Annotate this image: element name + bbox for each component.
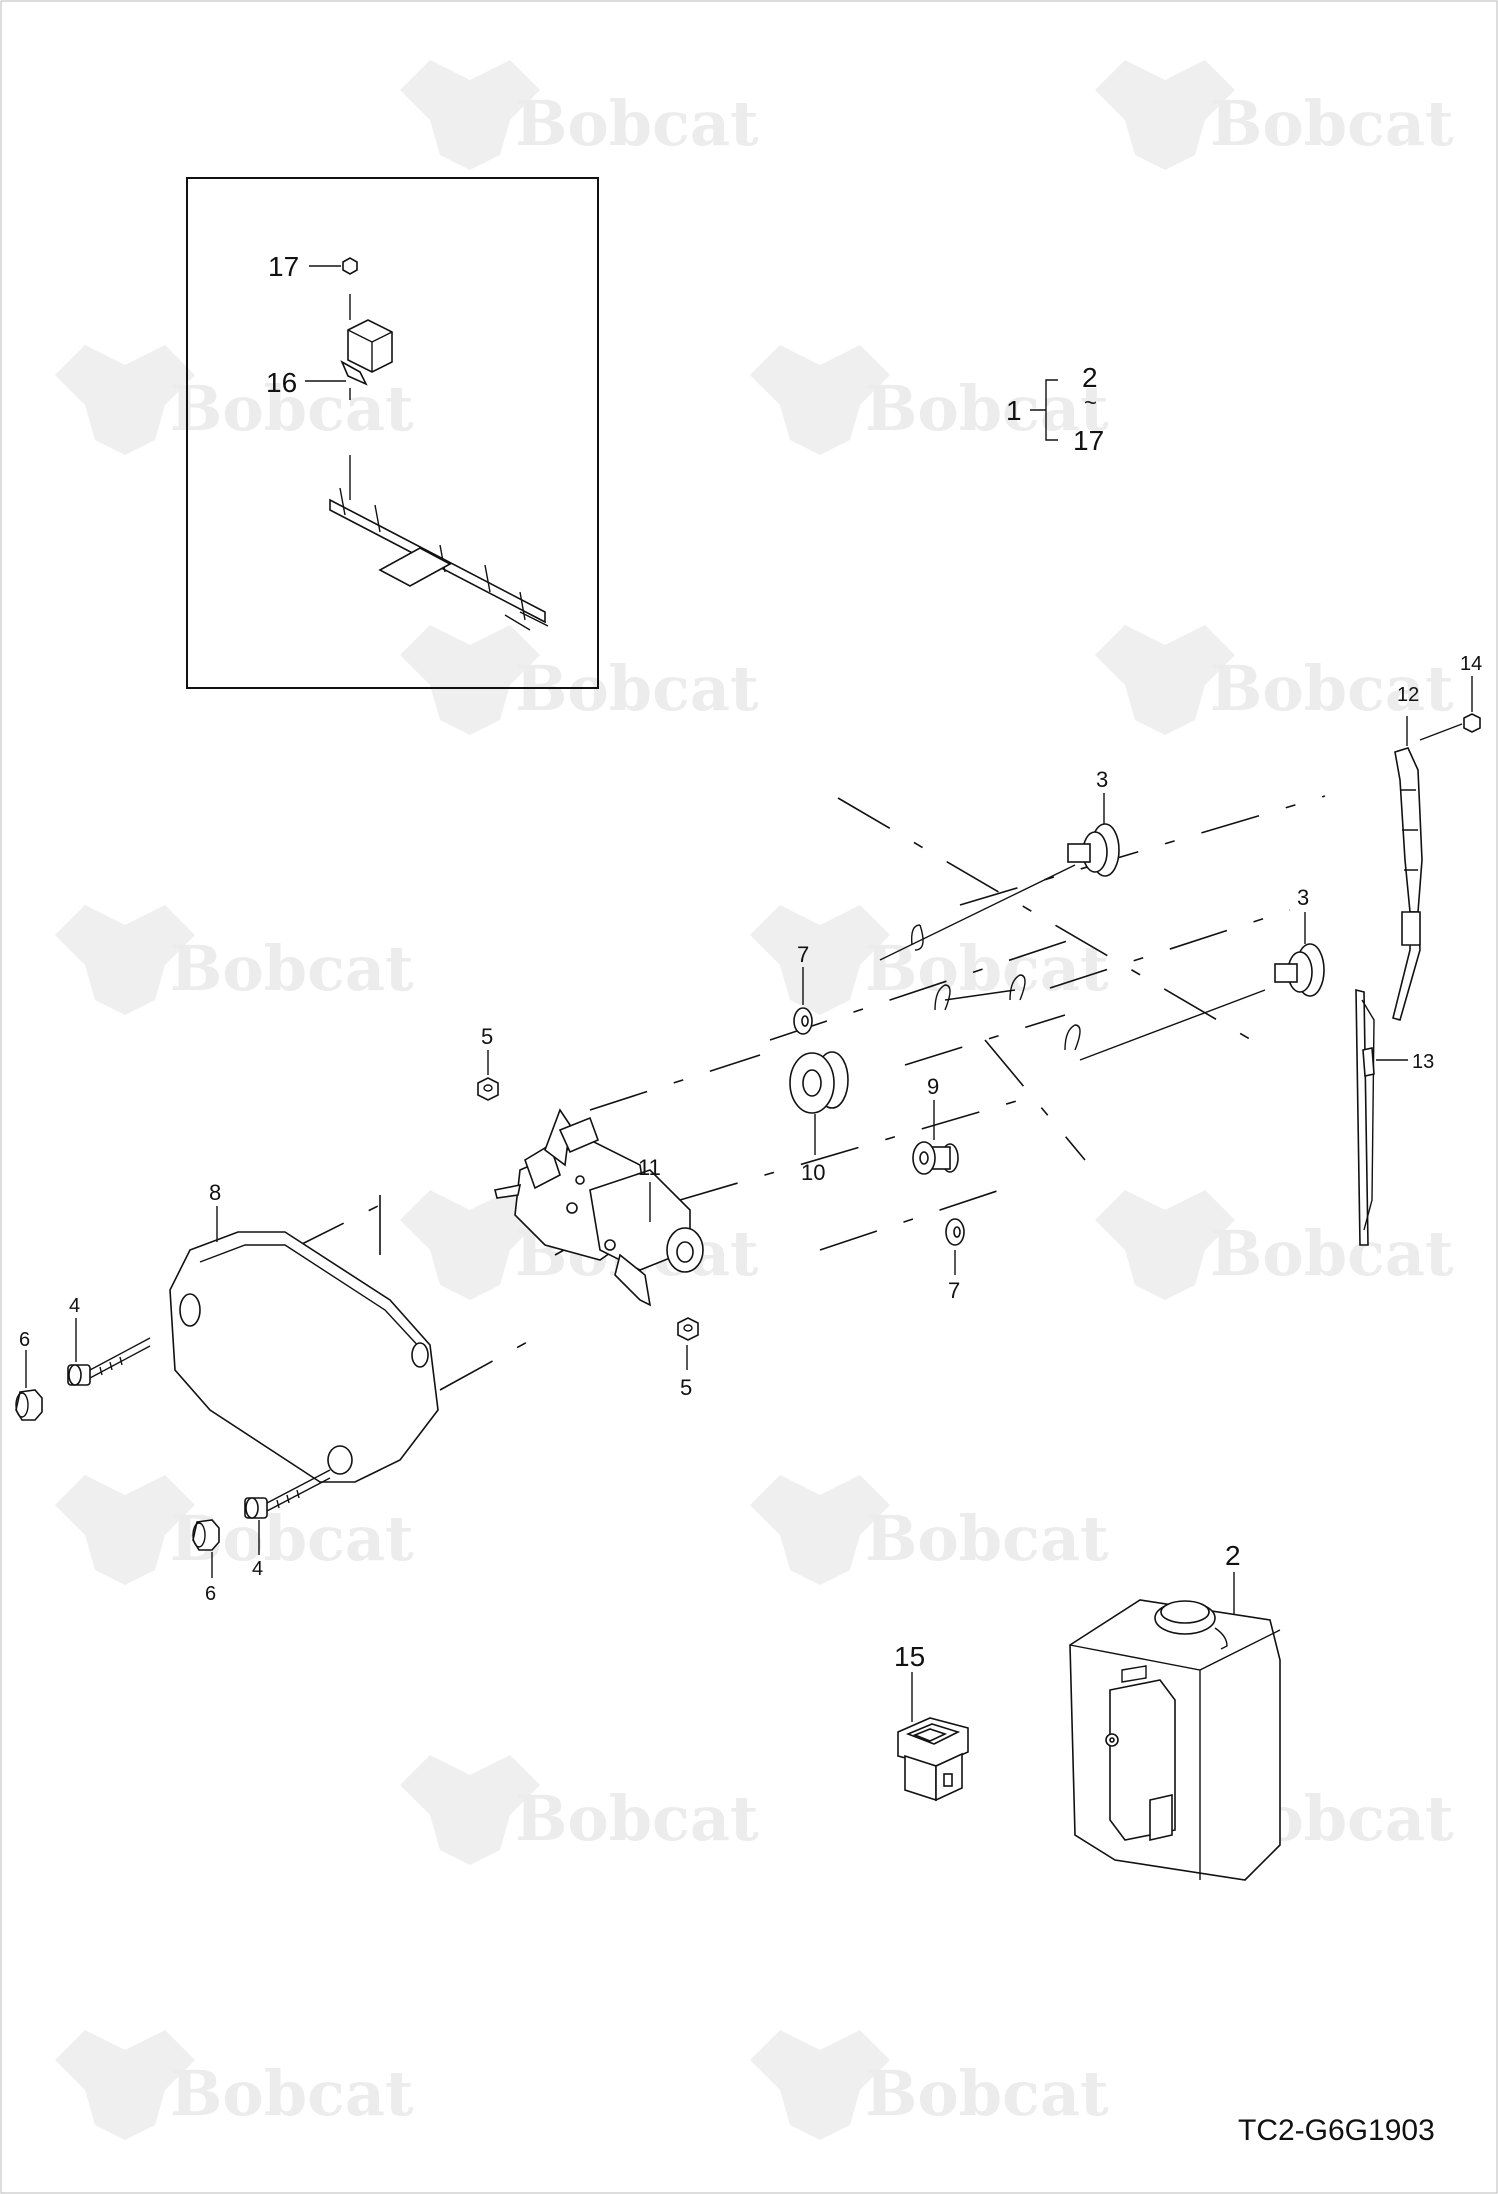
watermark-text: Bobcat [865,1502,1109,1575]
watermark-text: Bobcat [515,87,759,160]
motor-cover [169,1231,439,1483]
grommet-small [912,1141,959,1175]
cover-bolt-lower [244,1469,331,1519]
watermark-text: Bobcat [1210,652,1454,725]
wiper-arm [1392,747,1423,1021]
bobcat-head-logo [1095,60,1235,170]
callout-5-lower: 5 [680,1375,692,1400]
bobcat-head-logo [55,1475,195,1585]
cover-cap-lower [192,1519,220,1551]
watermark-text: Bobcat [1210,87,1454,160]
watermark-text: Bobcat [865,2057,1109,2130]
cover-bolt-upper [67,1337,151,1386]
bobcat-head-logo [400,1755,540,1865]
watermark-text: Bobcat [170,932,414,1005]
callout-9: 9 [927,1074,939,1099]
watermark-text: Bobcat [865,372,1109,445]
group-range-sep: ~ [1084,390,1097,415]
group-range-start: 2 [1082,362,1098,393]
callout-13: 13 [1412,1051,1434,1073]
bobcat-head-logo [400,60,540,170]
relay-nut [342,257,358,275]
arm-nut [1463,713,1481,733]
bobcat-head-logo [750,905,890,1015]
wiper-motor [494,1108,704,1307]
group-range-end: 17 [1073,425,1104,456]
diagram-code: TC2-G6G1903 [1238,2114,1435,2147]
grommet-large [789,1051,849,1114]
wiper-pivot-lower [1079,943,1325,1061]
callout-15: 15 [894,1641,925,1672]
watermark-text: Bobcat [515,1782,759,1855]
bobcat-head-logo [1095,625,1235,735]
callout-11: 11 [638,1155,661,1180]
callout-14: 14 [1460,653,1482,675]
bobcat-head-logo [55,2030,195,2140]
cover-cap-upper [15,1389,43,1421]
callout-5-upper: 5 [481,1024,493,1049]
callout-16: 16 [266,367,297,398]
group-parent: 1 [1006,395,1022,426]
assembly-lines [289,795,1326,1391]
clip-lower [1064,1024,1081,1051]
inset-box: 17 16 [186,177,599,689]
watermark-text: Bobcat [1210,1217,1454,1290]
callout-17: 17 [268,251,299,282]
callout-10: 10 [801,1160,825,1185]
motor-nut-lower [677,1317,699,1341]
callout-4-upper: 4 [69,1295,80,1317]
callout-6-upper: 6 [19,1329,30,1351]
callout-3-upper: 3 [1096,767,1108,792]
washer-tank [1069,1599,1281,1881]
bobcat-head-logo [750,345,890,455]
callout-8: 8 [209,1180,221,1205]
wiper-switch [897,1717,969,1802]
callout-7-upper: 7 [797,942,809,967]
clip-upper [910,924,924,951]
relay-bracket [329,455,549,631]
watermark-text: Bobcat [170,2057,414,2130]
callout-6-lower: 6 [205,1583,216,1605]
callout-4-lower: 4 [252,1558,263,1580]
motor-nut-upper [477,1077,499,1101]
watermark-layer: Bobcat Bobcat Bobcat Bobcat Bobcat Bobca… [55,60,1454,2140]
callout-12: 12 [1397,684,1419,706]
bobcat-head-logo [55,345,195,455]
bobcat-head-logo [750,1475,890,1585]
watermark-text: Bobcat [865,932,1109,1005]
bobcat-head-logo [1095,1190,1235,1300]
bobcat-head-logo [55,905,195,1015]
relay [340,319,393,386]
bobcat-head-logo [400,625,540,735]
callout-2: 2 [1225,1540,1241,1571]
wiper-blade [1355,988,1375,1246]
watermark-text: Bobcat [170,372,414,445]
bobcat-head-logo [750,2030,890,2140]
group-label: 1 2 ~ 17 [1006,362,1104,456]
link-rod [934,974,1026,1011]
bobcat-head-logo [400,1190,540,1300]
callout-3-lower: 3 [1297,885,1309,910]
callout-7-lower: 7 [948,1278,960,1303]
